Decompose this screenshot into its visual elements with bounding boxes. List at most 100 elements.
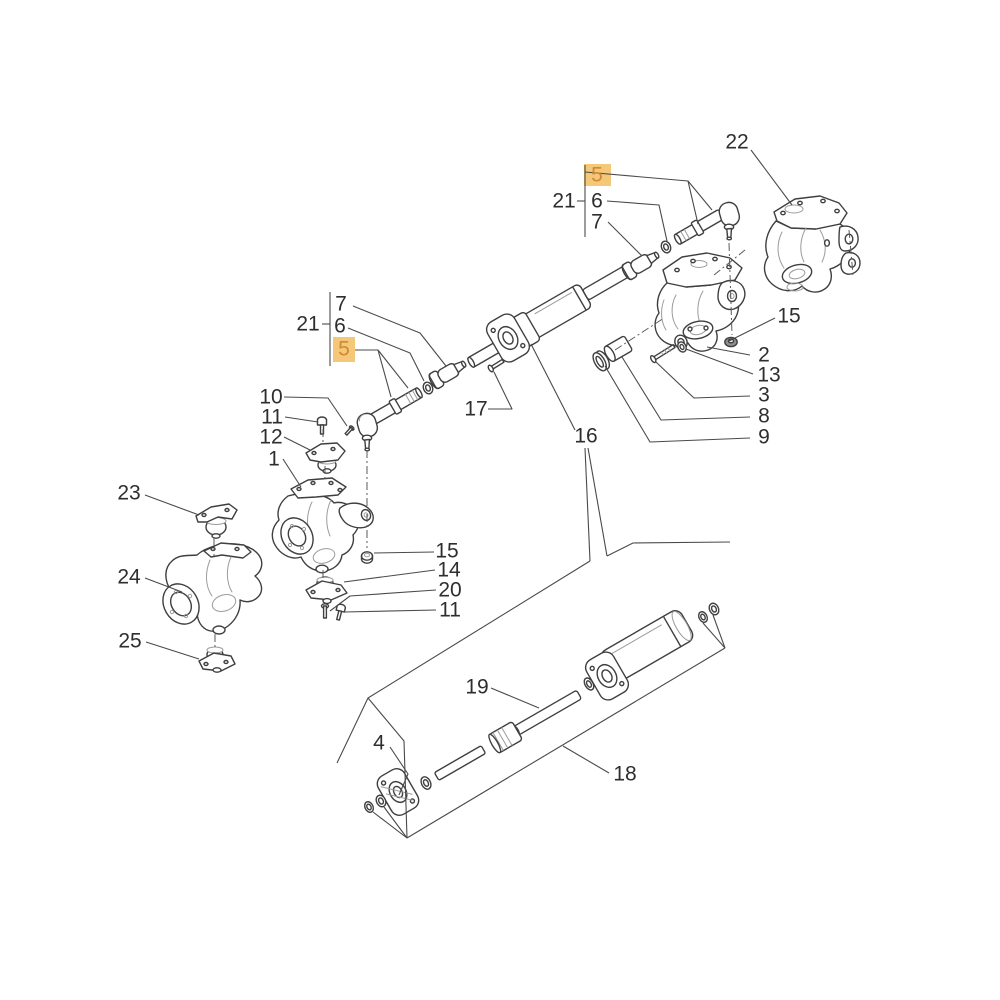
- group-outline-layer: [336, 541, 731, 839]
- callout-c2: 2: [758, 344, 770, 367]
- knuckle-left-assembly: [162, 503, 263, 673]
- centerline: [614, 317, 665, 351]
- knuckle-center-assembly: [271, 416, 374, 621]
- callout-c16: 16: [574, 425, 597, 448]
- callout-c8: 8: [758, 405, 770, 428]
- leader-line-c2: [706, 346, 751, 356]
- callout-c10: 10: [259, 386, 282, 409]
- callout-c14: 14: [437, 559, 461, 582]
- cylinder-mid-flange: [584, 651, 630, 701]
- screw-11-bottom: [335, 603, 347, 621]
- callout-c18: 18: [613, 763, 636, 786]
- leader-line-c24: [144, 577, 183, 593]
- leader-line-c19: [490, 687, 540, 709]
- end-flange-4: [376, 768, 420, 816]
- leader-line-c15-tr: [728, 317, 776, 342]
- screw-3: [649, 343, 676, 364]
- rod-collar: [488, 721, 523, 754]
- callout-c21-bot: 21: [296, 313, 319, 336]
- group-outline: [383, 806, 408, 839]
- callout-c7-bot: 7: [335, 293, 347, 316]
- ring-6-upper: [660, 240, 672, 254]
- leader-line-c5-bot: [355, 349, 392, 398]
- screw-11-top: [316, 416, 328, 435]
- group-outline: [712, 614, 726, 649]
- leader-line-c18: [562, 745, 610, 774]
- leader-line-c20: [329, 589, 437, 612]
- leader-line-c5-bot: [377, 349, 409, 389]
- leader-line-c4: [389, 746, 409, 796]
- callout-c6-bot: 6: [334, 315, 346, 338]
- callout-c15-tr: 15: [777, 305, 800, 328]
- top-cap-23: [195, 503, 238, 539]
- nut-15-center: [360, 551, 374, 564]
- leader-line-c25: [145, 641, 200, 660]
- leader-line-c17: [488, 371, 513, 410]
- center-cylinder-16: [467, 263, 634, 373]
- callout-c12: 12: [259, 426, 282, 449]
- leader-line-c16: [584, 447, 591, 562]
- highlight-box-c5-top: [584, 164, 611, 186]
- callout-c19: 19: [465, 676, 488, 699]
- callout-c9: 9: [758, 426, 770, 449]
- callout-c21-top: 21: [552, 190, 575, 213]
- callout-c1: 1: [268, 448, 280, 471]
- callout-c22: 22: [725, 131, 748, 154]
- group-outline: [367, 697, 408, 839]
- pin-20: [320, 603, 330, 619]
- seal-9: [592, 350, 611, 372]
- callout-c17: 17: [464, 398, 487, 421]
- leader-line-c3: [655, 361, 751, 399]
- callout-c11-top: 11: [261, 406, 283, 429]
- leader-line-c23: [144, 494, 200, 516]
- knuckle-housing-2: [592, 252, 746, 372]
- callout-c3: 3: [758, 384, 770, 407]
- callout-c24: 24: [117, 566, 141, 589]
- leader-line-c10: [283, 396, 348, 427]
- bottom-cap-25: [198, 646, 236, 673]
- leader-line-c6-top: [606, 200, 668, 242]
- leader-line-c16: [587, 447, 608, 557]
- leader-line-c5-top: [687, 180, 699, 225]
- leader-line-c9: [604, 365, 751, 443]
- centerline: [713, 249, 746, 276]
- group-outline: [406, 647, 726, 839]
- leader-line-c6-bot: [347, 327, 425, 382]
- leader-line-c8: [621, 356, 751, 421]
- leader-line-c7-bot: [352, 305, 447, 367]
- callout-c5-bot: 5: [338, 338, 350, 361]
- group-outline: [606, 541, 731, 557]
- callout-c6-top: 6: [591, 190, 603, 213]
- callout-c4: 4: [373, 732, 385, 755]
- tie-rod-end-lower: [356, 360, 467, 452]
- group-outline: [702, 622, 726, 649]
- group-outline: [372, 811, 408, 839]
- leader-line-c11-bot: [343, 609, 437, 613]
- knuckle-housing-22: [763, 195, 861, 293]
- top-cap-12: [305, 442, 346, 474]
- leader-line-c12: [283, 436, 311, 451]
- callout-c25: 25: [118, 630, 141, 653]
- leader-line-c22: [750, 149, 793, 206]
- leader-line-c16: [530, 343, 576, 431]
- callout-c5-top: 5: [591, 164, 603, 187]
- callout-c11-bot: 11: [439, 599, 461, 622]
- leader-line-c13: [685, 348, 754, 375]
- cylinder-rod-19: [512, 690, 582, 736]
- coupler-7-lower: [428, 360, 467, 390]
- nut-15-right: [724, 336, 738, 348]
- pin-10: [344, 425, 355, 436]
- callout-c23: 23: [117, 482, 140, 505]
- coupler-7-upper: [621, 251, 660, 281]
- callout-c13: 13: [757, 364, 780, 387]
- steering-cylinder-assembly: [363, 602, 720, 816]
- centerline: [848, 229, 854, 276]
- highlight-box-c5-bot: [333, 337, 355, 362]
- leader-line-c14: [343, 569, 436, 583]
- centerlines-layer: [213, 229, 854, 647]
- callout-c15-mid: 15: [435, 540, 458, 563]
- callout-c20: 20: [438, 579, 461, 602]
